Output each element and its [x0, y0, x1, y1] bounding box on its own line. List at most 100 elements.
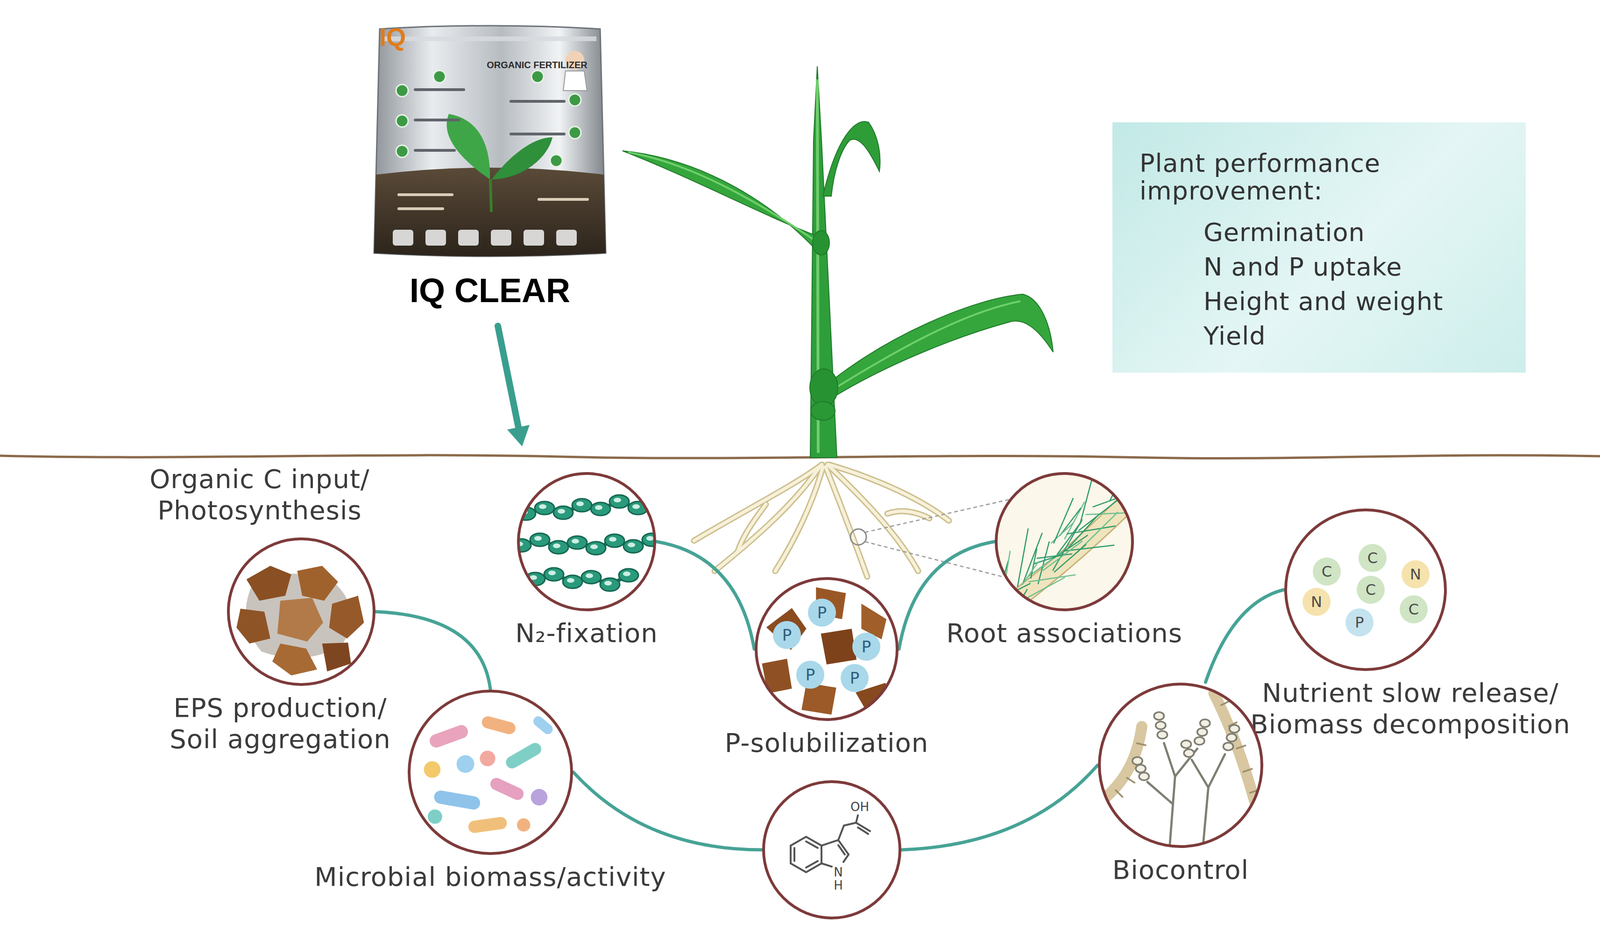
application-arrow [497, 325, 519, 428]
process-icon [1115, 789, 1124, 798]
process-icon [228, 538, 375, 685]
corn-plant [628, 152, 815, 241]
root-system [887, 511, 930, 519]
process-icon [236, 566, 364, 676]
bag-artwork [397, 207, 445, 211]
process-icon [994, 471, 1135, 612]
process-icon [1220, 700, 1230, 706]
process-icon [427, 809, 443, 825]
process-icon [807, 598, 836, 627]
process-icon [586, 541, 606, 555]
list-item: Height and weight [1139, 284, 1498, 319]
process-icon [806, 861, 818, 868]
process-icon [608, 537, 617, 542]
process-circle: EPS production/ Soil aggregation [226, 537, 376, 687]
process-icon [857, 827, 869, 835]
bag-artwork [531, 70, 544, 83]
process-icon [581, 570, 602, 584]
process-icon [1092, 488, 1135, 508]
process-icon [766, 608, 807, 651]
process-circle: Nutrient slow release/ Biomass decomposi… [1283, 508, 1448, 672]
process-icon [1302, 544, 1430, 637]
process-icon [424, 714, 555, 835]
element-symbol: P [861, 638, 872, 655]
process-icon [518, 473, 655, 610]
process-label: Microbial biomass/activity [314, 861, 666, 893]
element-symbol: P [1354, 615, 1364, 631]
bag-artwork [369, 20, 611, 261]
process-icon [1229, 724, 1239, 733]
process-icon [1153, 712, 1164, 721]
process-icon [1147, 743, 1225, 849]
bag-artwork [374, 167, 606, 257]
process-icon [530, 533, 550, 547]
process-icon [409, 691, 572, 854]
process-icon [1131, 471, 1135, 482]
process-icon [1139, 772, 1149, 781]
process-icon [1123, 471, 1135, 493]
process-icon [1066, 525, 1116, 534]
process-icon [761, 779, 902, 921]
process-icon [594, 505, 603, 510]
process-icon [1132, 757, 1143, 765]
process-icon [571, 538, 580, 544]
bag-artwork [383, 36, 597, 42]
process-icon [562, 575, 583, 589]
bag-artwork [413, 148, 456, 152]
cycle-connector [1205, 589, 1284, 683]
bag-artwork [413, 118, 461, 122]
process-icon [480, 715, 517, 736]
process-icon [623, 571, 631, 577]
process-icon [838, 845, 845, 855]
process-icon [1213, 693, 1256, 805]
process-icon [1155, 721, 1166, 730]
process-icon [772, 621, 801, 650]
root-system [693, 464, 949, 577]
process-icon [821, 629, 857, 665]
process-icon [1085, 512, 1128, 515]
process-icon [1131, 471, 1135, 482]
process-icon [1015, 577, 1065, 605]
process-icon [516, 471, 657, 612]
package-text: ORGANIC FERTILIZER [486, 59, 588, 71]
process-icon [1242, 768, 1253, 772]
element-symbol: C [1365, 582, 1376, 598]
process-icon [553, 506, 574, 520]
corn-plant [822, 121, 880, 197]
process-label: P-solubilization [724, 727, 929, 759]
process-icon [479, 750, 496, 767]
process-icon [604, 534, 625, 548]
process-icon [838, 822, 857, 841]
cycle-connector [656, 541, 755, 650]
process-icon [1345, 608, 1374, 637]
process-icon [1191, 759, 1209, 788]
benefit-panel: Plant performance improvement:Germinatio… [1112, 122, 1526, 373]
process-icon [1181, 740, 1191, 749]
process-icon [424, 714, 555, 835]
bag-artwork [413, 88, 466, 92]
corn-plant [622, 66, 1054, 458]
element-symbol: P [782, 627, 793, 644]
process-icon [467, 816, 508, 834]
process-icon [1099, 684, 1262, 847]
element-symbol: C [1408, 601, 1419, 617]
process-icon [1147, 782, 1174, 805]
process-label: EPS production/ Soil aggregation [159, 692, 401, 755]
bag-artwork [568, 126, 581, 139]
bag-artwork [392, 229, 414, 246]
process-icon [790, 815, 871, 873]
zoom-callout [864, 499, 1009, 533]
process-icon [557, 509, 566, 514]
process-icon [1097, 682, 1264, 849]
process-icon [1126, 777, 1136, 784]
list-item: N and P uptake [1139, 249, 1498, 285]
bag-artwork [397, 193, 454, 197]
bag-artwork [458, 229, 479, 246]
corn-plant [828, 294, 1054, 397]
process-icon [552, 543, 561, 549]
process-icon [1399, 595, 1428, 624]
root-system [693, 464, 949, 577]
process-icon [1163, 743, 1176, 849]
ground-line [0, 455, 1600, 459]
process-icon [618, 568, 639, 582]
